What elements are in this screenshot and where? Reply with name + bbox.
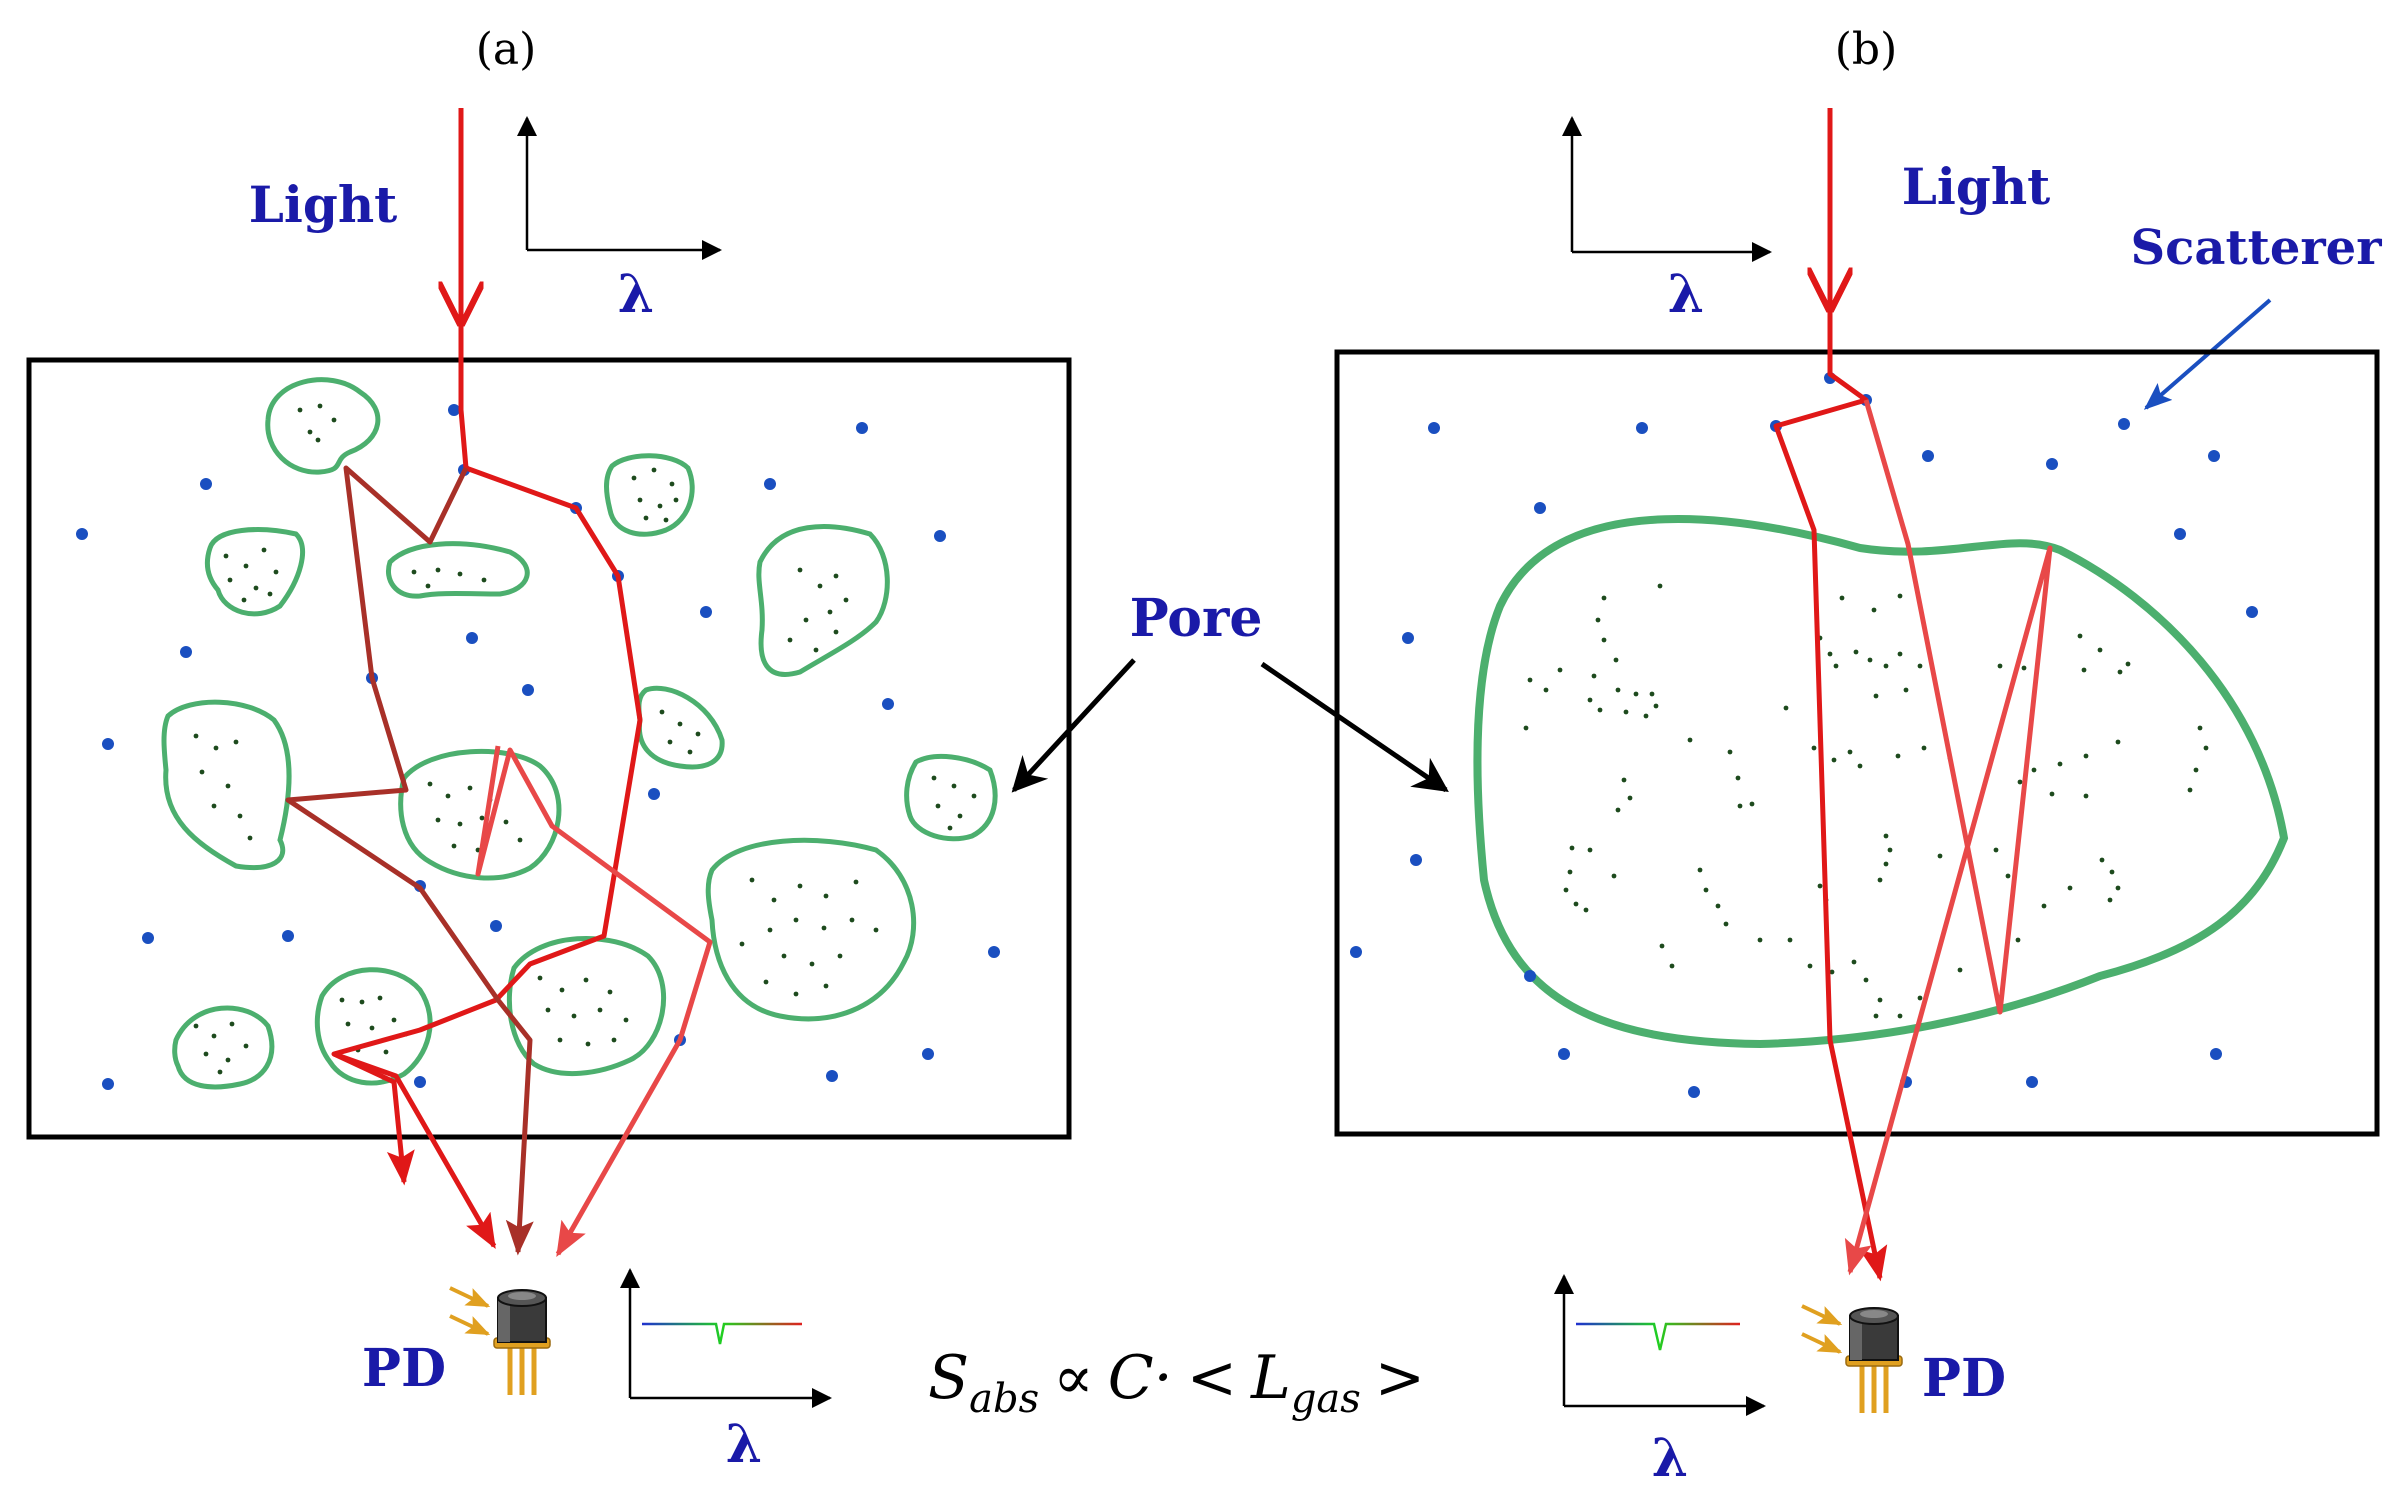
panel-a-label: (a) — [476, 24, 537, 75]
scatterers-b — [1350, 372, 2258, 1098]
pd-label-a: PD — [362, 1338, 446, 1399]
svg-text:Sabs∝C·<Lgas>: Sabs∝C·<Lgas> — [928, 1343, 1425, 1422]
pore-label: Pore — [1130, 588, 1263, 649]
lambda-label-input-b: λ — [1668, 264, 1704, 325]
gas-molecules-b — [1523, 583, 2209, 1019]
absorption-dip-b — [1576, 1322, 1740, 1351]
lambda-label-input-a: λ — [618, 264, 654, 325]
pd-label-b: PD — [1922, 1348, 2006, 1409]
panel-b-label: (b) — [1835, 24, 1898, 75]
ray-secondary-a — [285, 465, 534, 1256]
photodetector-icon-b — [1802, 1306, 1902, 1413]
output-spectrum-axes-icon-b — [1554, 1274, 1766, 1416]
light-label-a: Light — [249, 175, 398, 234]
light-paths-a — [285, 108, 713, 1258]
input-spectrum-axes-icon — [517, 116, 722, 260]
output-spectrum-axes-icon-a — [620, 1268, 832, 1408]
lambda-label-output-b: λ — [1652, 1428, 1688, 1489]
pore-pointer-b — [1260, 661, 1449, 793]
absorption-dip-a — [642, 1322, 802, 1345]
input-spectrum-axes-icon-b — [1562, 116, 1772, 262]
photodetector-icon-a — [450, 1288, 550, 1395]
pores-a — [161, 377, 998, 1090]
absorption-formula: Sabs∝C·<Lgas> — [928, 1343, 1425, 1422]
large-pore-b — [1473, 515, 2289, 1049]
ray-tertiary-a — [475, 745, 713, 1258]
scatterers-a — [76, 404, 1000, 1090]
pore-pointer-a — [1011, 658, 1136, 793]
panel-b: (b) λ Light Scatterer — [1334, 24, 2383, 1489]
light-label-b: Light — [1902, 157, 2051, 216]
gas-molecules-a — [193, 403, 977, 1075]
sample-box-a — [26, 357, 1072, 1140]
panel-a: (a) λ Light — [26, 24, 1072, 1475]
sample-box-b — [1334, 349, 2380, 1137]
ray-secondary-b — [1844, 399, 2053, 1276]
light-paths-b — [1773, 108, 2053, 1282]
scatterer-label: Scatterer — [2131, 220, 2383, 276]
lambda-label-output-a: λ — [726, 1414, 762, 1475]
ray-primary-b — [1773, 308, 1888, 1282]
